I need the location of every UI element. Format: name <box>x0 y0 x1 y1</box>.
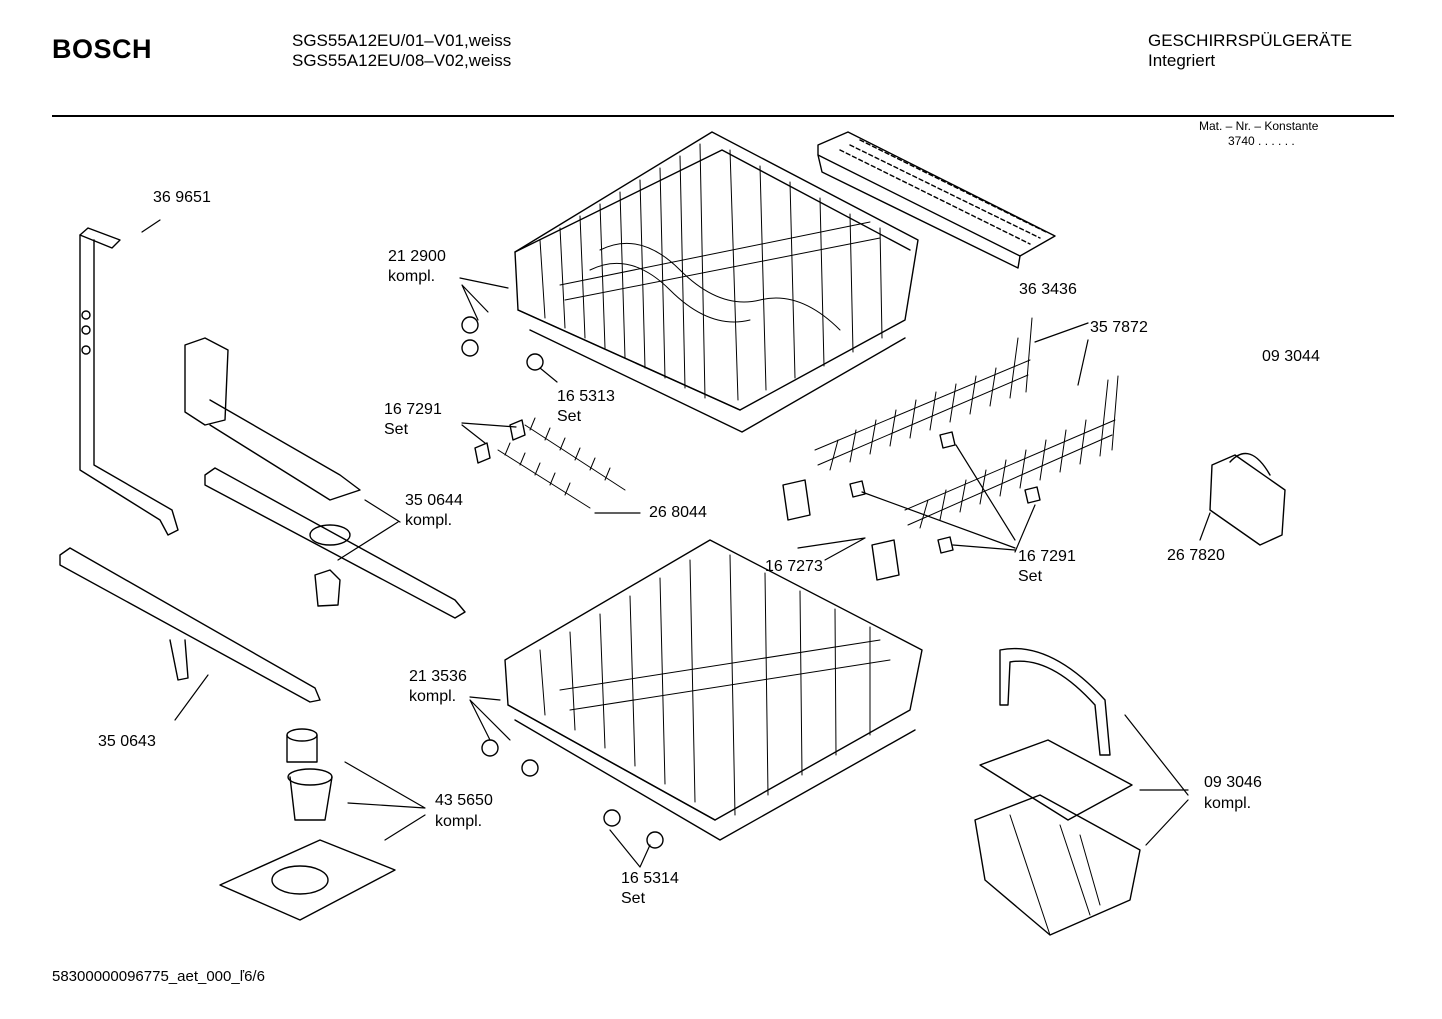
label-268044: 26 8044 <box>649 504 707 521</box>
model-line-1: SGS55A12EU/01–V01,weiss <box>292 31 512 50</box>
label-369651: 36 9651 <box>153 189 211 206</box>
label-165314-sub: Set <box>621 890 646 907</box>
label-350644: 35 0644 <box>405 492 463 509</box>
label-165313: 16 5313 <box>557 388 615 405</box>
cutlery-basket-drawing <box>974 647 1141 936</box>
leader-lines <box>141 219 1211 868</box>
appliance-category: GESCHIRRSPÜLGERÄTE <box>1148 31 1353 50</box>
model-line-2: SGS55A12EU/08–V02,weiss <box>292 51 512 70</box>
label-165313-sub: Set <box>557 408 582 425</box>
label-165314: 16 5314 <box>621 870 679 887</box>
filter-set-drawing <box>219 728 396 921</box>
label-167291-upper-sub: Set <box>384 421 409 438</box>
label-212900: 21 2900 <box>388 248 446 265</box>
rollers-drawing <box>461 316 664 849</box>
cutlery-tray-drawing <box>817 131 1056 269</box>
brand-logo: BOSCH <box>52 34 153 64</box>
label-435650: 43 5650 <box>435 792 493 809</box>
appliance-subcategory: Integriert <box>1148 51 1216 70</box>
label-213536-sub: kompl. <box>409 688 457 705</box>
feed-pipe-drawing <box>79 227 179 536</box>
upper-basket-drawing <box>514 131 919 433</box>
label-167291-rails: 16 7291 <box>1018 548 1076 565</box>
label-212900-sub: kompl. <box>388 268 436 285</box>
label-167291-rails-sub: Set <box>1018 568 1043 585</box>
label-363436: 36 3436 <box>1019 281 1077 298</box>
label-093046-sub: kompl. <box>1204 795 1252 812</box>
label-357872: 35 7872 <box>1090 319 1148 336</box>
upper-spray-arm-drawing <box>204 467 466 619</box>
small-basket-drawing <box>1209 452 1286 546</box>
spray-supply-drawing <box>184 337 361 501</box>
label-350644-sub: kompl. <box>405 512 453 529</box>
lower-basket-drawing <box>504 539 923 841</box>
label-267820: 26 7820 <box>1167 547 1225 564</box>
header-divider <box>52 115 1394 117</box>
document-id: 58300000096775_aet_000_ľ6/6 <box>52 968 265 985</box>
label-093046: 09 3046 <box>1204 774 1262 791</box>
mat-nr-value: 3740 . . . . . . <box>1228 134 1295 148</box>
rack-rails-drawing <box>814 317 1119 529</box>
label-435650-sub: kompl. <box>435 813 483 830</box>
label-213536: 21 3536 <box>409 668 467 685</box>
label-167291-upper: 16 7291 <box>384 401 442 418</box>
label-350643: 35 0643 <box>98 733 156 750</box>
label-093044: 09 3044 <box>1262 348 1320 365</box>
mat-nr-label: Mat. – Nr. – Konstante <box>1199 119 1319 133</box>
label-167273: 16 7273 <box>765 558 823 575</box>
rack-clips-drawing <box>474 417 1041 581</box>
lower-spray-arm-drawing <box>59 547 321 703</box>
